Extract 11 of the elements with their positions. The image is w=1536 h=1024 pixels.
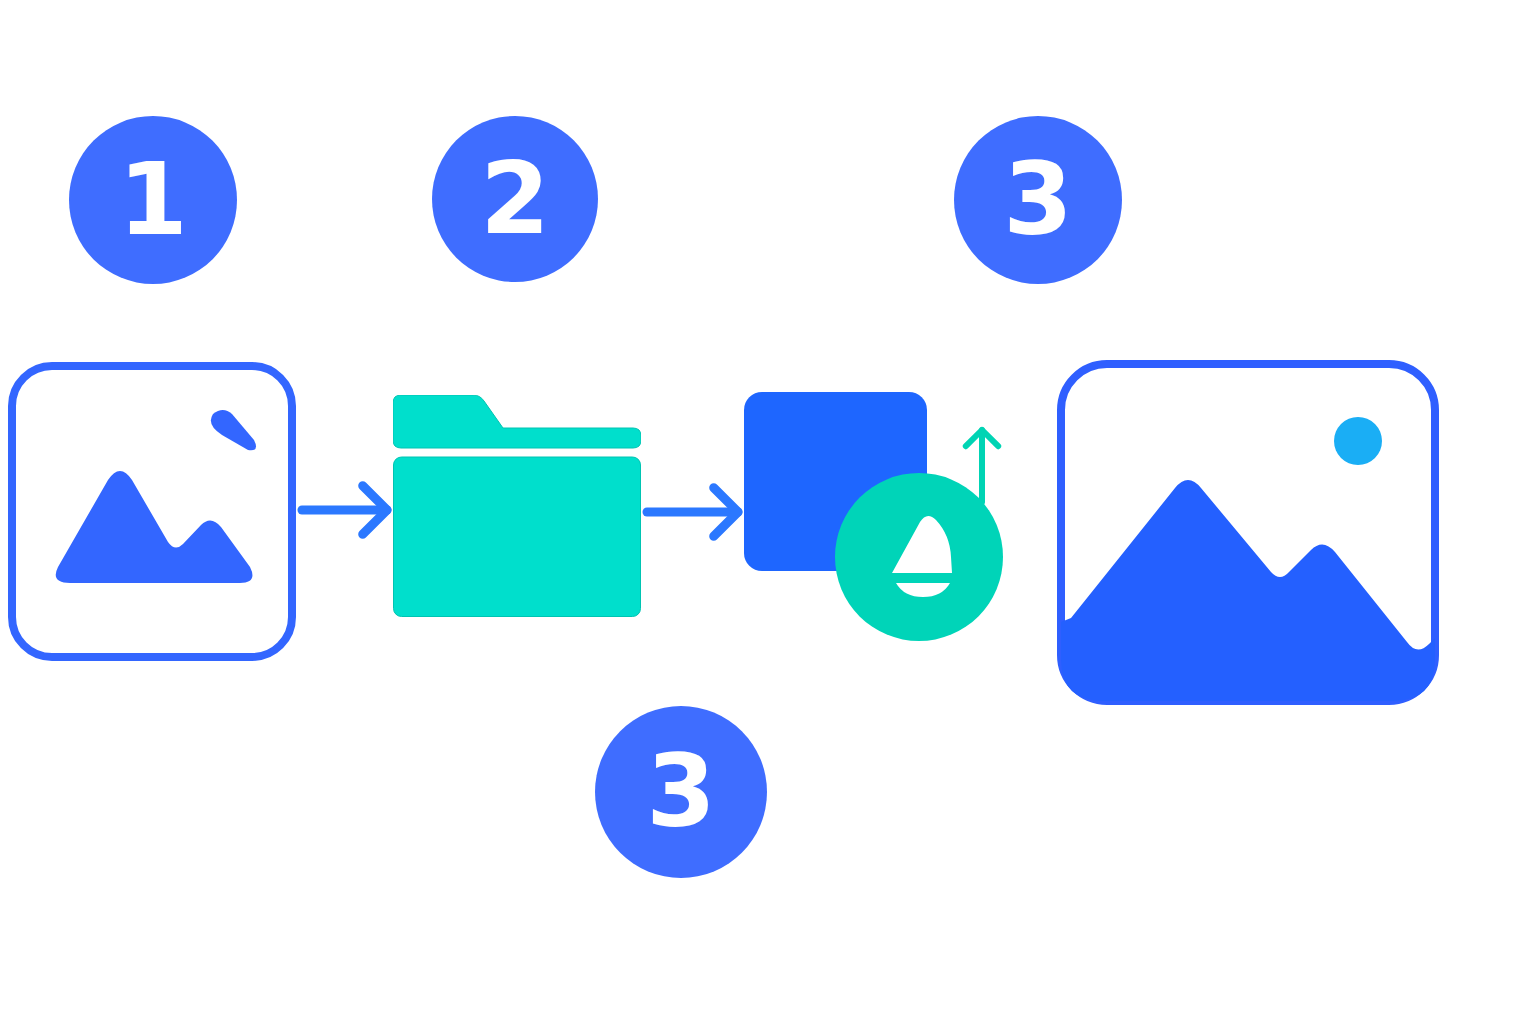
step-number-circle: 1 (69, 116, 237, 284)
arrow (962, 427, 1002, 505)
step-number-circle: 2 (432, 116, 598, 282)
image-icon (8, 362, 296, 661)
folder-icon (393, 395, 641, 617)
image-icon (1057, 360, 1439, 705)
step-number-circle: 3 (595, 706, 767, 878)
arrow (642, 483, 743, 541)
sailboat-icon (835, 473, 1003, 641)
step-number-circle: 3 (954, 116, 1122, 284)
arrow (297, 481, 392, 539)
